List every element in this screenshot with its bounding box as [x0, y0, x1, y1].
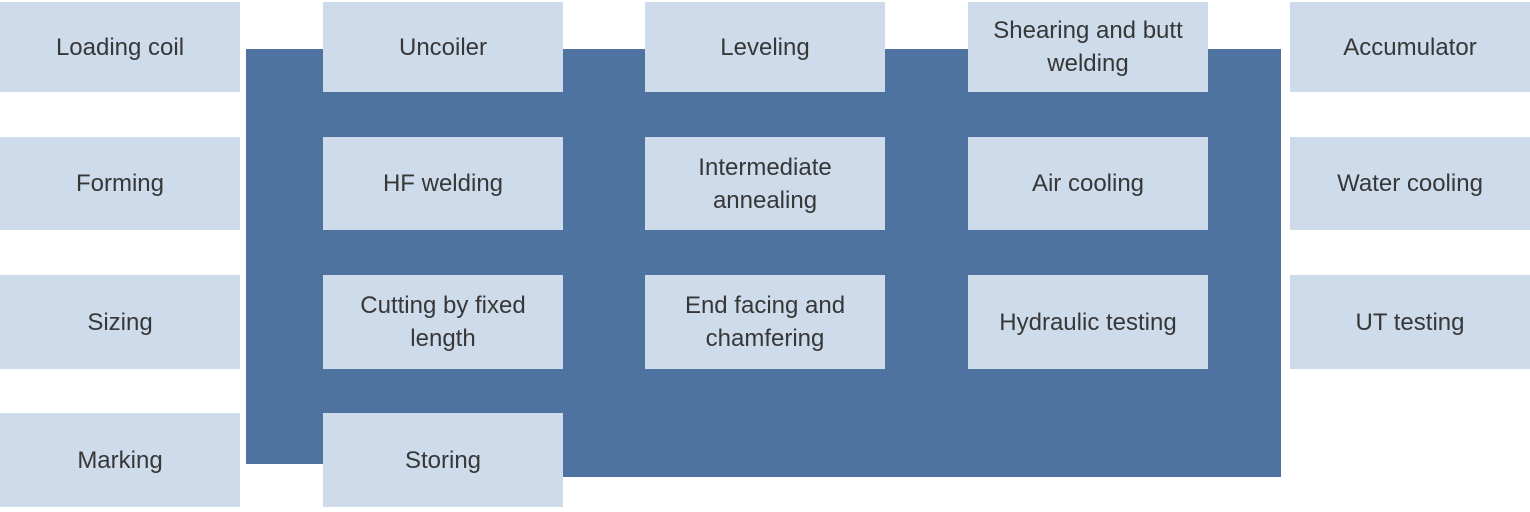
node-cutting-fixed-length: Cutting by fixed length: [323, 275, 563, 369]
node-hydraulic-testing: Hydraulic testing: [968, 275, 1208, 369]
node-uncoiler: Uncoiler: [323, 2, 563, 92]
node-loading-coil: Loading coil: [0, 2, 240, 92]
node-intermediate-annealing: Intermediate annealing: [645, 137, 885, 230]
flow-connector-panel: [323, 49, 1281, 477]
node-storing: Storing: [323, 413, 563, 507]
node-end-facing-chamfering: End facing and chamfering: [645, 275, 885, 369]
flow-connector-left-spine: [246, 49, 323, 464]
node-accumulator: Accumulator: [1290, 2, 1530, 92]
node-shearing-butt-welding: Shearing and butt welding: [968, 2, 1208, 92]
node-hf-welding: HF welding: [323, 137, 563, 230]
node-water-cooling: Water cooling: [1290, 137, 1530, 230]
node-air-cooling: Air cooling: [968, 137, 1208, 230]
node-leveling: Leveling: [645, 2, 885, 92]
node-forming: Forming: [0, 137, 240, 230]
node-sizing: Sizing: [0, 275, 240, 369]
node-marking: Marking: [0, 413, 240, 507]
node-ut-testing: UT testing: [1290, 275, 1530, 369]
